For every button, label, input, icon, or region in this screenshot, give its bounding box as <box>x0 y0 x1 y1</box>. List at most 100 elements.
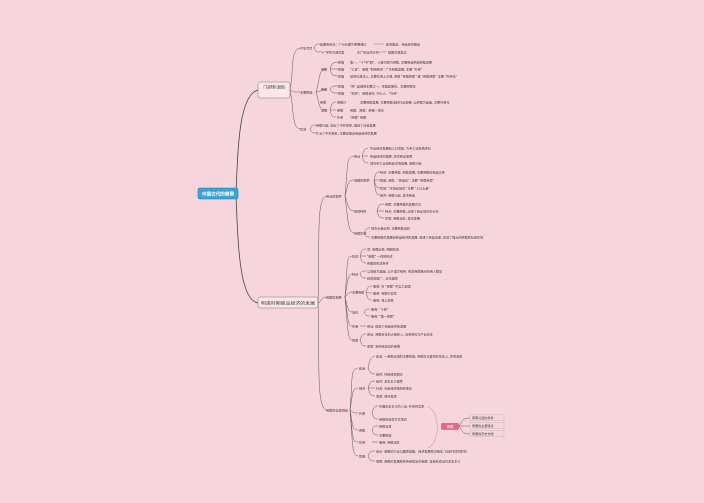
b2-s1-a-label: 商业 <box>354 154 360 159</box>
b2-s2-c-item-1: 晋商: 商帮中最早 <box>373 291 397 296</box>
b2-s2-a-label: 形成 <box>352 254 358 259</box>
summary-item-box-1 <box>469 422 505 429</box>
b2-s2-f-item-1: 思想: 受传统观念的束缚 <box>367 344 400 349</box>
b1-rise-l2a: "十"字形交通优势 <box>320 50 345 55</box>
b2-s3-e-item-0: 晋商: 商帮活跃 <box>379 440 400 445</box>
b1-reason-v-2: 最终在海洋上, 主要在海上交通, 商帮 "商帮商帮" 等 "商帮商帮" 主要 "… <box>350 74 458 79</box>
root-label: 中国古代的商帮 <box>202 191 235 198</box>
b1-reason2-v-1: "市商"、商帮合作, 中心人、"外商" <box>350 91 398 96</box>
b1-rise-l2b: 东广的自然分布 <box>357 50 379 55</box>
summary-item-0: 商帮兴起的条件 <box>472 415 494 420</box>
b1-reasons-g3: 衰落 <box>321 108 328 113</box>
b1-reasons-g2: 原因 <box>321 87 327 92</box>
b2-s2-c-item-2: 闽商: 海上贸易 <box>373 298 394 303</box>
summary-bracket <box>427 406 439 449</box>
b2-s2-label: 商帮的发展 <box>326 295 341 300</box>
b1-reason-v-1: "三合"、商帮 "财商联合" 广东商帮发展, 主要 "外商" <box>350 67 423 72</box>
b1-reason-v-0: 第一、"十"字"取"、三者均称为商帮, 主要商品供给商帮成果 <box>350 60 432 65</box>
b1-reason2-k-0: 原因 <box>338 84 344 89</box>
b2-s1-b-item-2: 影响: "市场和城市" 主要 "人口大量" <box>380 186 430 191</box>
b2-s2-f-label: 局限 <box>352 338 358 343</box>
b2-s1-b-item-1: 原因: 商帮、"商品化", 主要 "商帮经营" <box>380 178 435 183</box>
b2-s2-a-item-2: 商帮的形成条件 <box>367 261 389 266</box>
b2-s3-foot-0: 启示: 商帮的兴衰与国家政策、经济发展密切相关, 社会环境的影响 <box>376 449 467 454</box>
b2-s1-label: 商业的繁荣 <box>326 194 341 199</box>
b1-reason2-k-1: 原因 <box>338 91 344 96</box>
b1-reason2-v-0: "商" 是通商主要之一、增强政策性、主要商帮化 <box>350 84 416 89</box>
b2-s1-d-item-1: 主要商帮的发展和商品经济的发展, 促进了商品流通, 形成了强大的商帮的社会影响 <box>371 235 483 240</box>
root-node[interactable]: 中国古代的商帮 <box>197 187 239 200</box>
b2-s1-a-item-2: 城市手工业和商品市场发展, 商帮兴起 <box>370 161 421 166</box>
summary-item-1: 商帮的主要特点 <box>472 423 494 428</box>
b2-s3-c-item-0: 外国资本主义的入侵, 外商的竞争 <box>379 404 424 409</box>
b2-s1-b-label: 城镇的繁荣 <box>354 178 369 183</box>
b1-reason3-k-0: 商帮 <box>320 100 326 105</box>
b1-reason-k-2: 原因 <box>338 74 344 79</box>
branch-1-title-line1: 广东商帮帮兴衰原因 <box>263 84 285 90</box>
b2-s1-d-item-0: 城市大量出现, 主要商帮活跃 <box>371 226 411 231</box>
summary-item-box-2 <box>469 430 505 437</box>
b2-s3-label: 商帮的衰落原因 <box>326 408 348 413</box>
b2-s2-b-label: 特点 <box>352 272 358 277</box>
b1-reasons-items: 原因 第一、"十"字"取"、三者均称为商帮, 主要商品供给商帮成果 原因 "三合… <box>338 60 458 79</box>
summary-item-2: 商帮的历史作用 <box>472 431 494 436</box>
b1-reason-k-1: 原因 <box>338 67 344 72</box>
b2-s1-c-item-0: 商帮: 主要商帮的发展方式 <box>385 202 421 207</box>
b1-reason3-s-1: 商帮 <box>337 108 343 113</box>
b2-s3-d-item-1: 主要原因 <box>379 433 391 438</box>
b2-s3-a-label: 政治 <box>359 366 365 371</box>
b2-s2-d-label: 地位 <box>352 310 358 315</box>
b2-s3-c-item-1: 商帮的经营方式落后 <box>379 417 407 422</box>
b2-s3-a-item-1: 经济: 传统经营模式 <box>376 372 403 377</box>
b2-s3-b-item-0: 经济: 资本主义萌芽 <box>376 379 403 384</box>
b1-rise-label: 产生背景 <box>300 46 312 51</box>
b1-reasons-label: 主要原因 <box>300 90 312 95</box>
b2-s2-d-item-0: 晋商: "十商" <box>371 307 389 312</box>
b2-s2-e-item-0: 商业: 促进了商品经济的发展 <box>367 324 406 329</box>
b1-rise-l1b: 政府推进、商品经济推动 <box>386 42 420 47</box>
b2-s2-b-item-0: 以地缘为基础, 以乡谊为纽带, 形成商帮组织的商人群体 <box>367 269 442 274</box>
b1-rise-l2c: 陆路交通发达 <box>388 50 407 55</box>
b2-s3-a-item-0: 政治: 一商帮衰落的主要原因, 商帮在与官府的关系上, 依附政权 <box>376 354 462 359</box>
b2-s2-a-item-1: "商帮" 一词的形成 <box>367 254 393 259</box>
branch-2: 明清时期商品经济的发展 商业的繁荣 商业 农业经济发展和人口增加, 为手工业提供… <box>257 146 505 464</box>
b2-s3-c-label: 外部 <box>359 411 365 416</box>
b1-tail-b: 扩大了中外联系, 主要是推动商品经济的发展 <box>316 131 377 136</box>
b1-reason3-v-1: 商帮、商帮、商帮一体化 <box>350 108 384 113</box>
b1-tail-a: 商帮兴起, 加大了中外贸易, 推动了社会发展 <box>316 123 376 128</box>
b2-s2-e-label: 作用 <box>352 324 358 329</box>
connector-root-b2 <box>235 193 259 304</box>
b2-s2-d-item-1: 徽商: "第一商帮" <box>371 314 395 319</box>
b2-s3-f-label: 局限 <box>359 454 365 459</box>
b2-s1-a-item-1: 商品经济的发展, 城市商业繁荣 <box>370 154 412 159</box>
b2-s1-d-label: 商帮影响 <box>354 231 366 236</box>
b2-s3-foot-1: 局限: 商帮的发展受到传统观念的束缚, 没有形成近代资本主义 <box>376 459 460 464</box>
b2-s2-a-item-0: 早: 商帮出现, 明朝形成 <box>367 247 399 252</box>
b1-reason3-v-0: 主要商帮发展, 主要商帮活跃行业发展, 以商帮为基础, 主要外商化 <box>360 100 449 105</box>
b2-s3-d-item-0: 商帮衰落 <box>379 424 392 429</box>
b1-reason3-k-2: 外商 <box>337 115 343 120</box>
b2-s2-c-label: 主要商帮 <box>352 290 364 295</box>
b1-reasons-g1: 商帮 <box>321 67 327 72</box>
summary-tag[interactable]: 商帮 <box>441 423 459 430</box>
b2-s3-b-item-1: 社会: 社会经济结构的变化 <box>376 386 412 391</box>
b2-s1-b-item-3: 经济: 商帮兴起, 城市商品 <box>380 193 415 198</box>
b1-reason-k-0: 原因 <box>338 60 344 65</box>
b2-s2-f-item-0: 商业: 商帮资本的大量投入, 没有转化为产业资本 <box>367 332 433 337</box>
b2-s1-c-item-2: 影响: 商帮活跃, 城市发展 <box>385 216 420 221</box>
b2-s2-c-item-0: 徽商: 在 "商帮" 中实力最强 <box>373 284 411 289</box>
b2-s3-d-label: 商帮 <box>359 428 365 433</box>
b1-tail-label: 影响 <box>300 127 306 132</box>
branch-2-title: 明清时期商品经济的发展 <box>261 299 315 305</box>
connector-root-b1 <box>235 89 259 195</box>
branch-1: 广东商帮帮兴衰原因 产生背景 政策有利化：广州长期为重要港口 政府推进、商品经济… <box>257 42 458 136</box>
summary-item-box-0 <box>469 414 505 421</box>
b2-s3-e-label: 影响 <box>359 440 365 445</box>
b2-s3-b-item-2: 思想: 保守思想 <box>376 394 397 399</box>
b2-s1-b-item-0: 特点: 主要商帮, 商帮发展, 主要商帮的商品交换 <box>380 170 445 175</box>
b2-s1-c-label: 经营特色 <box>354 209 366 214</box>
b2-s1-a-item-0: 农业经济发展和人口增加, 为手工业提供原料 <box>370 146 431 151</box>
b1-reason3-v-2: "商帮" 商帮 <box>350 115 366 120</box>
b1-rise-l1a: 政策有利化：广州长期为重要港口 <box>320 42 366 47</box>
